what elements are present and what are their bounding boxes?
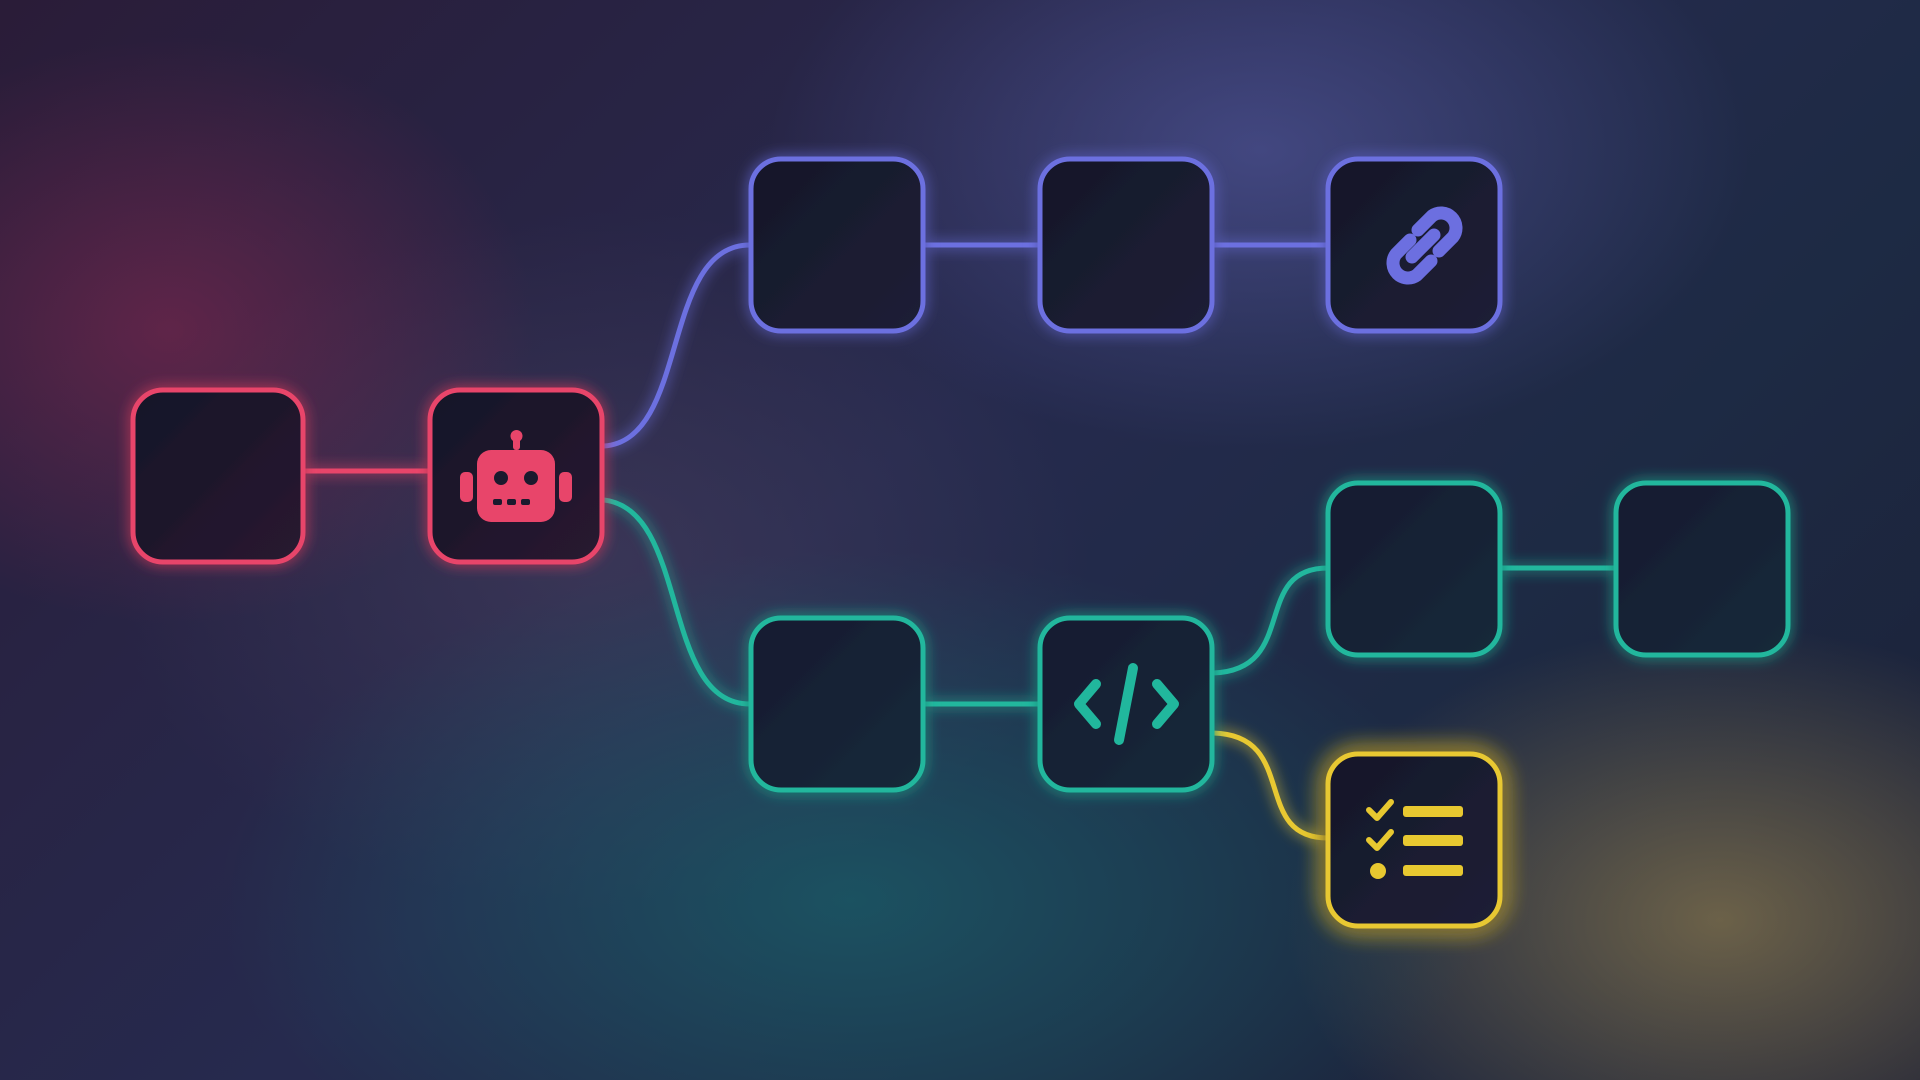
link-icon (1386, 206, 1463, 285)
edge-code-teal-3 (1212, 565, 1329, 676)
edge-code-checklist (1212, 730, 1329, 841)
node-checklist[interactable] (1325, 751, 1503, 929)
node-teal-3[interactable] (1325, 480, 1503, 658)
node-code[interactable] (1037, 615, 1215, 793)
node-upper-3[interactable] (1325, 156, 1503, 334)
edge-agent-lower-1 (603, 497, 751, 707)
edges (305, 242, 1616, 841)
nodes (130, 156, 1791, 929)
node-lower-1[interactable] (748, 615, 926, 793)
node-upper-1[interactable] (748, 156, 926, 334)
node-agent[interactable] (427, 387, 605, 565)
node-start[interactable] (130, 387, 306, 565)
robot-icon (460, 430, 572, 522)
node-teal-4[interactable] (1613, 480, 1791, 658)
checklist-icon (1366, 799, 1463, 879)
edge-agent-upper-1 (603, 242, 751, 449)
node-upper-2[interactable] (1037, 156, 1215, 334)
code-icon (1074, 663, 1179, 745)
